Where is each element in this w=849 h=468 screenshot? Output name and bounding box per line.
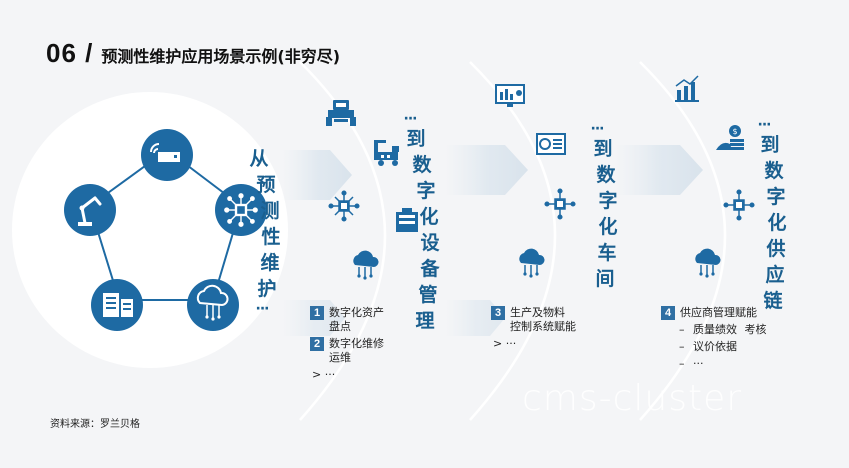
monitor-dashboard-icon [495,84,525,107]
stage-dots: ··· [590,121,605,137]
item-label: 运维 [329,351,351,364]
stage-char: 链 [763,290,783,312]
stage-char: 护 [257,278,277,300]
section-title: 预测性维护应用场景示例(非穷尽) [101,47,341,66]
list-more: > ··· [493,337,517,350]
sub-label: 议价依据 [693,340,737,353]
machine-icon [396,208,418,232]
stage-char: 应 [765,264,785,286]
cloud-network-icon [519,248,545,278]
item-number: 2 [310,337,324,351]
stage-char: 间 [595,268,615,290]
stage-char: 字 [598,190,618,212]
item-label: 数字化资产 [329,306,384,319]
item-label: 数字化维修 [329,337,384,350]
sub-item: – 质量绩效 考核 [661,323,781,337]
svg-text:$: $ [732,127,737,136]
iot-chip-icon [328,190,360,222]
wifi-device-icon [141,129,193,181]
stage-char: 性 [261,226,281,248]
watermark: cms-cluster [522,378,743,419]
stage-char: 管 [418,284,438,306]
item-number: 1 [310,306,324,320]
stage-dots: ··· [757,117,772,133]
item-label: 供应商管理赋能 [680,306,757,319]
item-label: 盘点 [329,320,351,333]
money-hand-icon: $ [716,125,744,150]
cloud-network-icon [187,279,239,331]
stage-char: 字 [766,186,786,208]
iot-chip-icon [723,189,755,221]
sub-dash: – [679,340,685,353]
list-item: 2 数字化维修 运维 [310,337,410,365]
page-title: 06 / 预测性维护应用场景示例(非穷尽) [46,38,340,68]
stage-char: 化 [419,206,439,228]
flow-arrows [282,145,703,336]
stage-char: 数 [596,164,616,186]
stage-char: 到 [593,138,613,160]
list-item: 3 生产及物料 控制系统赋能 [491,306,601,334]
stage-char: 字 [416,180,436,202]
stage-char: 到 [406,128,426,150]
stage-digital-supply-chain: ··· 到 数 字 化 供 应 链 [755,117,787,314]
cloud-network-icon [353,250,379,280]
stage-char: 化 [767,212,787,234]
tractor-icon [326,100,356,126]
server-rack-icon [91,279,143,331]
sub-dash: – [679,323,685,336]
item-number: 3 [491,306,505,320]
source-note: 资料来源：罗兰贝格 [50,419,140,430]
iot-chip-icon [544,188,576,220]
stage-char: 数 [764,160,784,182]
sub-label: 考核 [744,323,767,336]
item-label: 控制系统赋能 [510,320,576,333]
scenario-list-workshop: 3 生产及物料 控制系统赋能 > ··· [491,306,601,351]
stage-char: 设 [420,232,440,254]
stage-char: 化 [598,216,618,238]
bar-chart-icon [675,75,699,102]
robot-arm-icon [64,184,116,236]
sub-item: – 议价依据 [661,340,781,354]
item-number: 4 [661,306,675,320]
list-item: 1 数字化资产 盘点 [310,306,410,334]
sub-item: – ··· [661,357,781,371]
control-panel-icon [536,133,566,155]
list-more: > ··· [312,368,336,381]
stage-char: 到 [760,134,780,156]
stage-char: 预 [256,174,276,196]
cloud-network-icon [695,248,721,278]
stage-dots: ··· [255,301,270,317]
stage-char: 测 [260,200,280,222]
stage-char: 从 [249,148,269,170]
stage-char: 供 [766,238,786,260]
scenario-list-equipment: 1 数字化资产 盘点 2 数字化维修 运维 > ··· [310,306,410,382]
stage-digital-equipment: ··· 到 数 字 化 设 备 管 理 [400,111,440,334]
sub-dash: – [679,357,685,370]
stage-char: 数 [412,154,432,176]
iot-chip-icon [215,184,267,236]
stage-char: 理 [415,310,435,332]
stage-dots: ··· [403,111,418,127]
stage-from-predictive-maintenance: 从 预 测 性 维 护 ··· [245,146,280,317]
factory-line-icon [374,140,399,166]
section-number: 06 / [46,38,94,68]
stage-char: 车 [597,242,617,264]
item-label: 生产及物料 [510,306,565,319]
stage-char: 维 [260,252,280,274]
stage-char: 备 [420,258,440,280]
sub-label: ··· [693,357,704,370]
stage-digital-workshop: ··· 到 数 字 化 车 间 [585,121,618,292]
scenario-list-supply-chain: 4 供应商管理赋能 – 质量绩效 考核 – 议价依据 – ··· [661,306,781,371]
sub-label: 质量绩效 [693,323,737,336]
list-item: 4 供应商管理赋能 [661,306,781,320]
